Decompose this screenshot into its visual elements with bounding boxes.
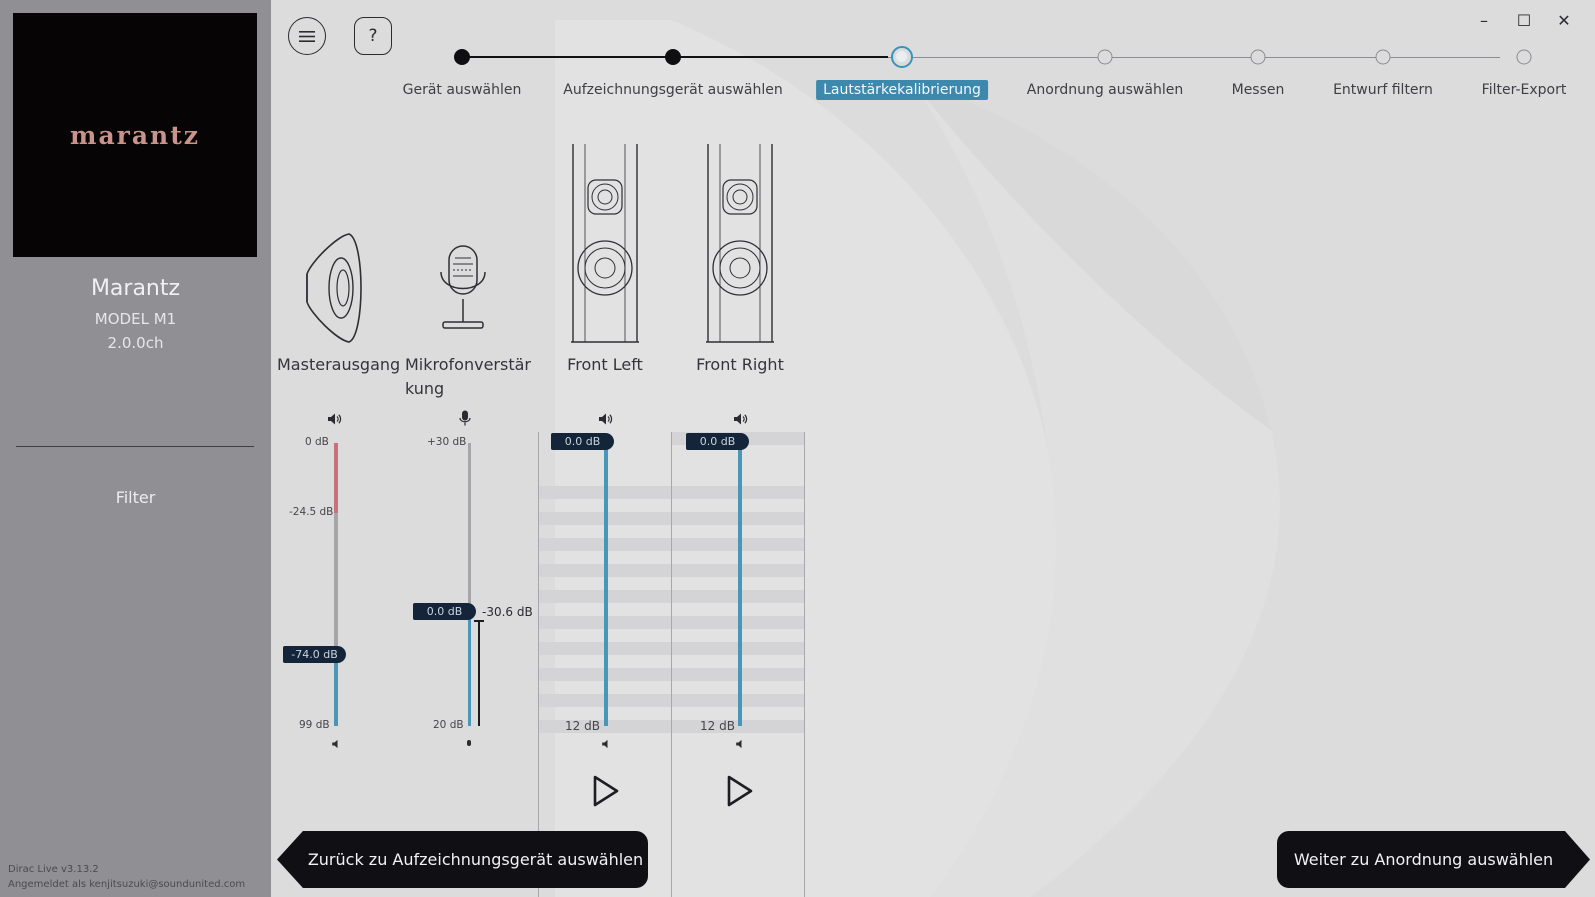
brand-logo: marantz xyxy=(13,13,257,257)
master-slider-track[interactable] xyxy=(334,513,338,653)
device-name: Marantz xyxy=(90,276,181,301)
step-label-3: Lautstärkekalibrierung xyxy=(816,80,988,100)
step-label-6: Entwurf filtern xyxy=(1333,82,1433,98)
step-dot-2 xyxy=(665,49,681,65)
menu-button[interactable] xyxy=(288,17,326,55)
maximize-button[interactable]: ☐ xyxy=(1516,10,1532,30)
front-left-play-button[interactable] xyxy=(592,775,620,807)
microphone-illustration xyxy=(440,245,486,329)
step-label-7: Filter-Export xyxy=(1481,82,1567,98)
sidebar: marantz Marantz MODEL M1 2.0.0ch Filter … xyxy=(0,0,271,897)
front-left-slider-fill[interactable] xyxy=(604,441,608,726)
help-button[interactable]: ? xyxy=(354,17,392,55)
close-button[interactable]: ✕ xyxy=(1557,10,1571,30)
front-right-scale-bottom: 12 dB xyxy=(700,719,735,733)
panel-divider-left xyxy=(538,432,539,897)
hamburger-menu-icon xyxy=(299,30,315,42)
front-left-volume-icon xyxy=(599,413,613,425)
master-scale-bottom: 99 dB xyxy=(299,719,330,731)
front-right-volume-icon xyxy=(734,413,748,425)
step-label-1: Gerät auswählen xyxy=(402,82,522,98)
channel-label-front-left: Front Left xyxy=(567,355,643,374)
login-status-text: Angemeldet als kenjitsuzuki@soundunited.… xyxy=(8,879,246,890)
front-right-play-button[interactable] xyxy=(726,775,754,807)
master-slider-fill xyxy=(334,653,338,726)
channel-label-mic-line2: kung xyxy=(405,379,445,398)
mic-level-peak xyxy=(474,620,484,622)
channel-label-mic-line1: Mikrofonverstär xyxy=(405,355,531,374)
master-scale-mid: -24.5 dB xyxy=(289,506,334,518)
master-warning-zone xyxy=(334,443,338,513)
mic-level-meter xyxy=(478,620,480,726)
step-dot-1 xyxy=(454,49,470,65)
step-dot-5 xyxy=(1250,49,1266,65)
mic-gain-handle[interactable]: 0.0 dB xyxy=(413,603,476,620)
device-model: MODEL M1 xyxy=(94,310,177,328)
back-button[interactable]: Zurück zu Aufzeichnungsgerät auswählen xyxy=(277,831,648,888)
front-right-speaker-illustration xyxy=(706,144,774,343)
channel-label-master: Masterausgang xyxy=(277,355,401,374)
step-dot-6 xyxy=(1375,49,1391,65)
panel-divider-middle xyxy=(671,432,672,897)
main-area: ? – ☐ ✕ Gerät auswählen Aufzeichnungsgerä… xyxy=(271,0,1595,897)
device-channels: 2.0.0ch xyxy=(107,334,164,352)
mic-mute-icon xyxy=(467,740,471,746)
master-speaker-icon xyxy=(306,233,362,343)
mic-scale-top: +30 dB xyxy=(427,436,467,448)
speaker-volume-icon xyxy=(328,413,342,425)
step-dot-4 xyxy=(1097,49,1113,65)
mic-scale-bottom: 20 dB xyxy=(433,719,464,731)
sidebar-item-filter[interactable]: Filter xyxy=(115,488,156,507)
step-label-5: Messen xyxy=(1231,82,1285,98)
front-right-volume-handle[interactable]: 0.0 dB xyxy=(686,433,749,450)
mic-slider-fill xyxy=(468,611,471,726)
step-label-4: Anordnung auswählen xyxy=(1026,82,1184,98)
front-right-mute-icon xyxy=(736,739,742,749)
panel-divider-right xyxy=(804,432,805,897)
mic-level-reading: -30.6 dB xyxy=(482,605,533,619)
front-left-volume-handle[interactable]: 0.0 dB xyxy=(551,433,614,450)
speaker-mute-icon xyxy=(332,739,338,749)
master-volume-handle[interactable]: -74.0 dB xyxy=(283,646,346,663)
front-left-scale-bottom: 12 dB xyxy=(565,719,600,733)
microphone-icon xyxy=(459,410,471,426)
help-icon: ? xyxy=(368,26,378,46)
channel-label-front-right: Front Right xyxy=(696,355,784,374)
stepper-line-todo xyxy=(888,56,1500,58)
minimize-button[interactable]: – xyxy=(1480,10,1488,30)
sidebar-divider xyxy=(16,446,254,447)
front-left-mute-icon xyxy=(602,739,608,749)
step-dot-7 xyxy=(1516,49,1532,65)
front-left-speaker-illustration xyxy=(571,144,639,343)
version-text: Dirac Live v3.13.2 xyxy=(8,864,99,875)
mic-slider-track[interactable] xyxy=(468,443,471,611)
step-label-2: Aufzeichnungsgerät auswählen xyxy=(563,82,783,98)
next-button[interactable]: Weiter zu Anordnung auswählen xyxy=(1277,831,1590,888)
brand-logo-text: marantz xyxy=(70,120,200,150)
step-dot-3 xyxy=(891,46,913,68)
master-scale-top: 0 dB xyxy=(305,436,329,448)
channel-label-mic: Mikrofonverstär kung xyxy=(405,353,531,401)
front-right-slider-fill[interactable] xyxy=(738,441,742,726)
